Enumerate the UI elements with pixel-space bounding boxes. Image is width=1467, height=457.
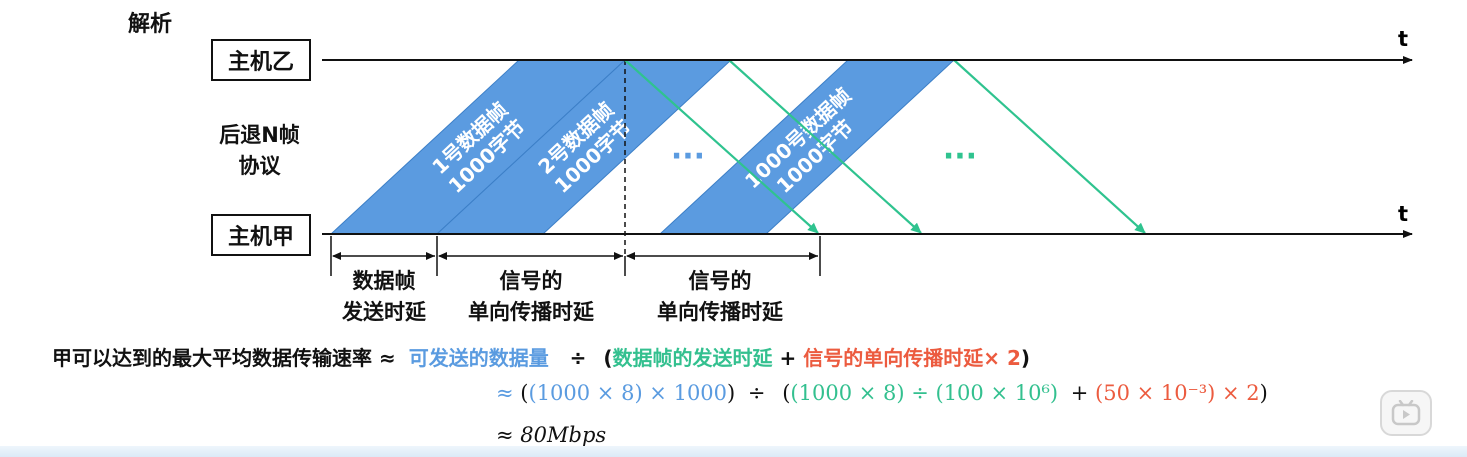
- formula-line-3: ≈ 80Mbps: [496, 423, 606, 447]
- line2-divide: ÷: [747, 381, 766, 405]
- line2-close-paren: ): [727, 381, 736, 405]
- formula-divide: ÷: [569, 346, 587, 370]
- interval-prop1-line1: 信号的: [499, 269, 563, 293]
- line2-data-amount: (1000 × 8) × 1000: [528, 381, 728, 405]
- protocol-label-line1: 后退N帧: [219, 123, 300, 147]
- acks-ellipsis: ···: [943, 139, 977, 174]
- interval-prop1-label: 信号的 单向传播时延: [441, 266, 621, 328]
- interval-prop1-line2: 单向传播时延: [468, 300, 594, 324]
- ack-1-arrow: [624, 59, 819, 234]
- line3-approx: ≈: [496, 423, 514, 447]
- line2-send-delay: (1000 × 8) ÷ (100 × 10⁶): [790, 381, 1059, 405]
- interval-prop2-label: 信号的 单向传播时延: [630, 266, 810, 328]
- formula-send-delay: 数据帧的发送时延: [612, 346, 773, 370]
- formula-line-1: 甲可以达到的最大平均数据传输速率 ≈ 可发送的数据量 ÷ (数据帧的发送时延 +…: [52, 342, 1030, 371]
- line2-prop-delay: (50 × 10⁻³) × 2: [1095, 381, 1260, 405]
- formula-close-paren: ): [1020, 346, 1031, 370]
- host-b-axis-t: t: [1398, 27, 1408, 51]
- interval-prop2-line1: 信号的: [688, 269, 752, 293]
- line2-open-paren: (: [520, 381, 529, 405]
- protocol-label-line2: 协议: [238, 154, 281, 178]
- interval-markers: [330, 236, 821, 276]
- formula-data-amount: 可发送的数据量: [408, 346, 549, 370]
- ack-2-arrow: [728, 59, 922, 234]
- formula-line-2: ≈ ((1000 × 8) × 1000) ÷ ((1000 × 8) ÷ (1…: [496, 381, 1268, 405]
- bilibili-tv-icon[interactable]: [1380, 390, 1432, 436]
- frames-ellipsis: ···: [671, 139, 705, 174]
- formula-plus: +: [779, 346, 797, 370]
- line2-close-paren-2: ): [1259, 381, 1268, 405]
- interval-send-line1: 数据帧: [352, 269, 416, 293]
- line3-result: 80Mbps: [520, 423, 607, 447]
- formula-lhs: 甲可以达到的最大平均数据传输速率: [52, 346, 372, 370]
- interval-prop2-line2: 单向传播时延: [657, 300, 783, 324]
- interval-send-label: 数据帧 发送时延: [324, 266, 444, 328]
- line2-open-paren-2: (: [782, 381, 791, 405]
- formula-prop-delay: 信号的单向传播时延× 2: [803, 346, 1021, 370]
- host-b-box: 主机乙: [211, 39, 311, 81]
- line2-approx: ≈: [496, 381, 514, 405]
- line2-plus: +: [1070, 381, 1089, 405]
- formula-open-paren: (: [603, 346, 613, 370]
- protocol-label: 后退N帧 协议: [212, 120, 307, 182]
- interval-send-line2: 发送时延: [342, 300, 426, 324]
- host-a-box: 主机甲: [211, 214, 311, 256]
- host-a-axis-t: t: [1398, 202, 1408, 226]
- title: 解析: [128, 12, 173, 37]
- ack-1000-arrow: [953, 59, 1146, 234]
- bottom-wave-decoration: [0, 446, 1467, 457]
- formula-approx: ≈: [378, 346, 396, 370]
